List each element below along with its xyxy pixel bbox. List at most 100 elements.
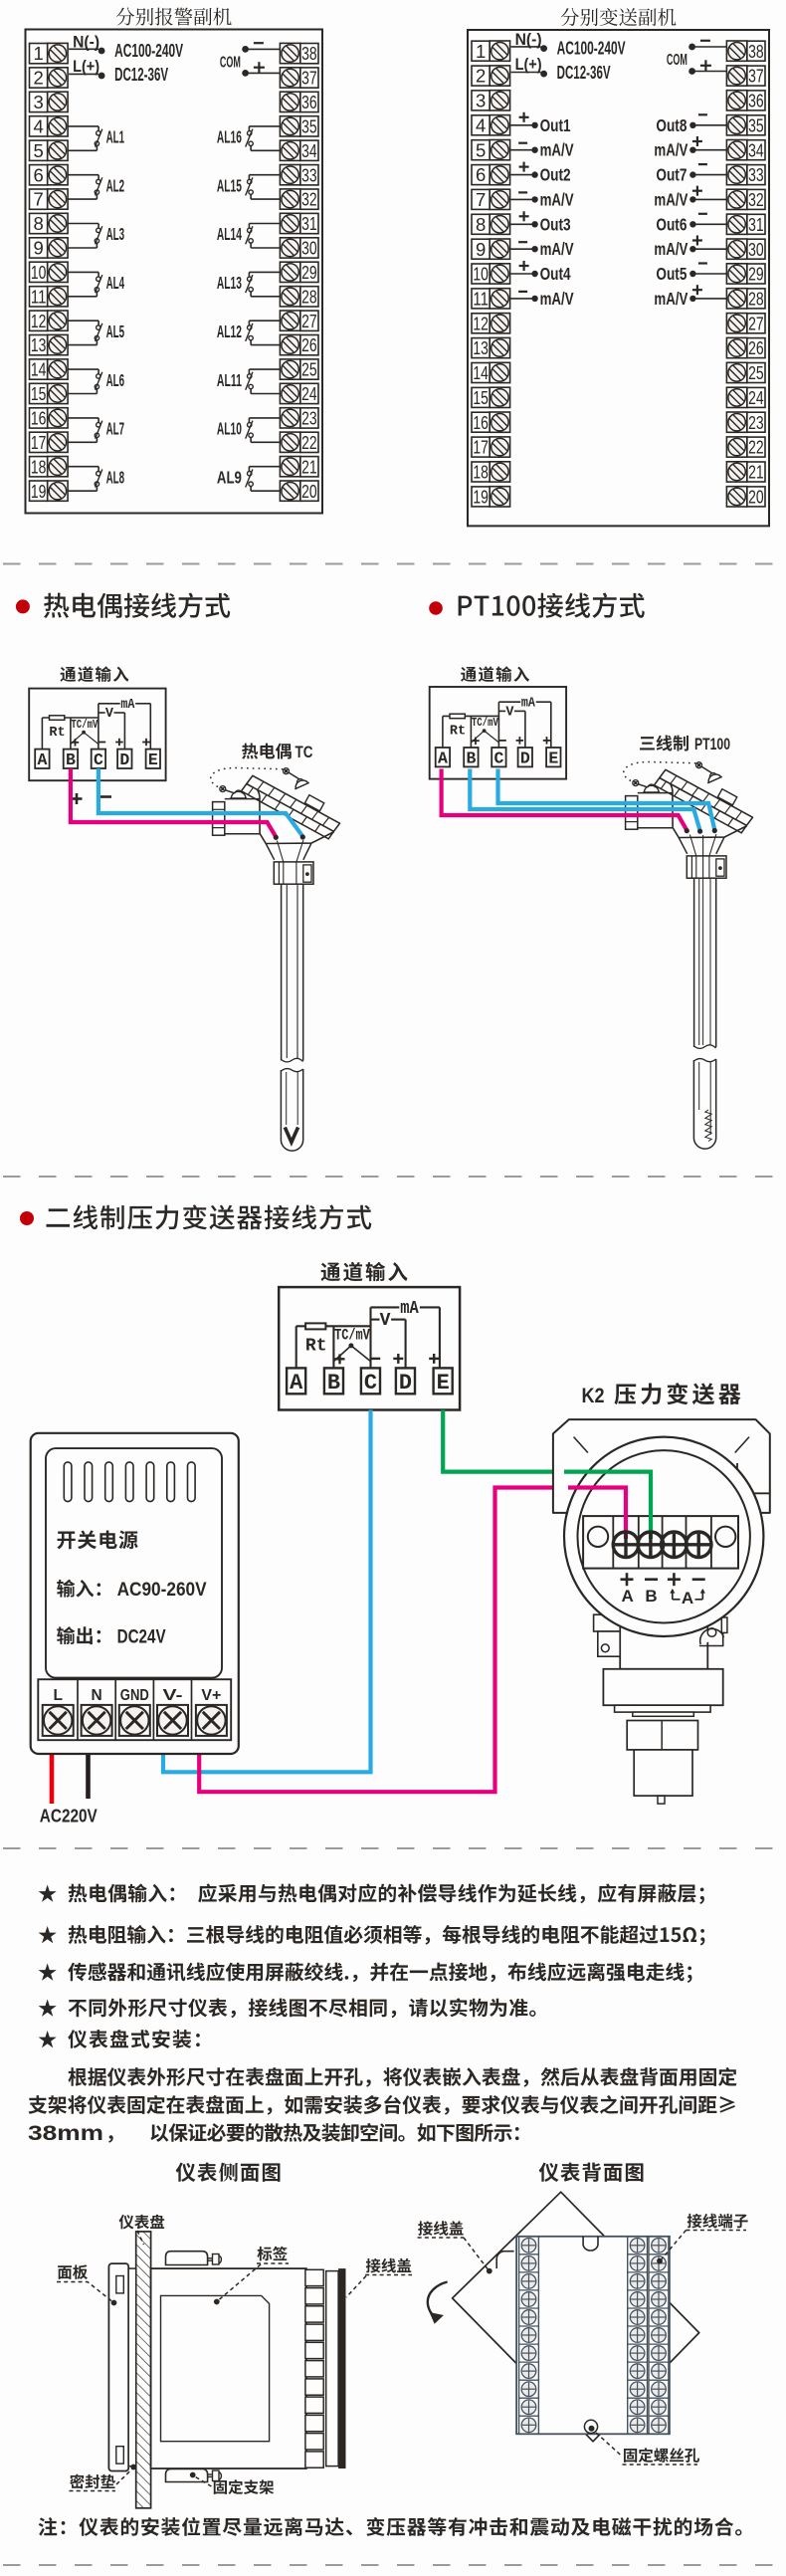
svg-text:AL6: AL6 xyxy=(106,370,125,390)
svg-text:24: 24 xyxy=(748,387,764,408)
svg-text:10: 10 xyxy=(473,264,489,285)
svg-text:10: 10 xyxy=(31,262,47,283)
svg-text:23: 23 xyxy=(301,408,317,429)
svg-text:7: 7 xyxy=(476,189,486,210)
svg-text:29: 29 xyxy=(748,264,764,285)
svg-text:18: 18 xyxy=(31,456,47,477)
svg-text:mA/V: mA/V xyxy=(654,289,688,309)
svg-text:E: E xyxy=(148,751,158,769)
svg-text:AL3: AL3 xyxy=(106,224,125,244)
svg-text:Rt: Rt xyxy=(450,725,466,740)
svg-text:B: B xyxy=(466,750,476,768)
svg-text:AC100-240V: AC100-240V xyxy=(557,38,626,59)
svg-text:L(+): L(+) xyxy=(73,57,99,76)
svg-text:30: 30 xyxy=(748,239,764,260)
svg-text:26: 26 xyxy=(748,337,764,358)
svg-text:38mm: 38mm xyxy=(28,2121,103,2145)
svg-text:26: 26 xyxy=(301,334,317,355)
svg-text:21: 21 xyxy=(301,456,317,477)
svg-text:11: 11 xyxy=(31,286,47,307)
svg-text:Out2: Out2 xyxy=(540,165,571,185)
svg-text:E: E xyxy=(548,750,558,768)
svg-text:B: B xyxy=(327,1371,340,1395)
svg-text:AL1: AL1 xyxy=(106,127,125,147)
svg-text:31: 31 xyxy=(301,213,317,234)
svg-text:19: 19 xyxy=(473,487,489,508)
svg-text:6: 6 xyxy=(33,164,43,185)
svg-text:A: A xyxy=(37,751,47,769)
svg-text:3: 3 xyxy=(33,92,43,112)
svg-text:2: 2 xyxy=(476,66,486,87)
svg-text:13: 13 xyxy=(473,337,489,358)
svg-text:27: 27 xyxy=(301,311,317,331)
svg-text:Out6: Out6 xyxy=(656,214,687,234)
svg-text:15: 15 xyxy=(31,383,47,404)
svg-text:TC: TC xyxy=(295,743,313,761)
svg-text:19: 19 xyxy=(31,481,47,502)
svg-text:V-: V- xyxy=(163,1687,183,1704)
svg-text:13: 13 xyxy=(31,334,47,355)
svg-text:29: 29 xyxy=(301,262,317,283)
svg-text:AL10: AL10 xyxy=(217,419,242,439)
svg-text:PT100: PT100 xyxy=(694,735,730,753)
svg-text:28: 28 xyxy=(301,286,317,307)
svg-text:AL7: AL7 xyxy=(106,419,125,439)
svg-text:GND: GND xyxy=(120,1687,149,1704)
svg-text:mA/V: mA/V xyxy=(540,189,574,209)
svg-text:DC12-36V: DC12-36V xyxy=(114,64,168,85)
svg-text:35: 35 xyxy=(748,114,764,135)
svg-text:20: 20 xyxy=(301,481,317,502)
svg-text:mA: mA xyxy=(400,1299,419,1319)
svg-text:Out1: Out1 xyxy=(540,115,571,135)
svg-text:9: 9 xyxy=(33,238,43,259)
svg-text:A: A xyxy=(621,1587,633,1606)
svg-text:9: 9 xyxy=(476,239,486,260)
svg-text:8: 8 xyxy=(476,214,486,235)
svg-text:8: 8 xyxy=(33,213,43,234)
svg-text:C: C xyxy=(493,750,503,768)
svg-text:D: D xyxy=(399,1371,412,1395)
svg-text:AC100-240V: AC100-240V xyxy=(114,40,183,61)
svg-text:33: 33 xyxy=(301,164,317,185)
svg-text:TC/mV: TC/mV xyxy=(334,1326,370,1344)
svg-text:AC90-260V: AC90-260V xyxy=(117,1579,207,1601)
svg-text:A: A xyxy=(438,750,448,768)
svg-text:A: A xyxy=(682,1589,693,1608)
svg-text:6: 6 xyxy=(476,164,486,185)
svg-text:AC220V: AC220V xyxy=(40,1806,98,1826)
svg-text:N(-): N(-) xyxy=(73,33,99,52)
svg-text:AL5: AL5 xyxy=(106,322,125,341)
svg-text:14: 14 xyxy=(31,359,47,380)
svg-text:35: 35 xyxy=(301,116,317,137)
svg-text:E: E xyxy=(437,1371,450,1395)
svg-text:L(+): L(+) xyxy=(515,55,542,74)
svg-text:3: 3 xyxy=(476,91,486,111)
svg-text:11: 11 xyxy=(473,289,489,310)
svg-text:V: V xyxy=(380,1311,391,1331)
svg-text:14: 14 xyxy=(473,362,489,383)
svg-text:36: 36 xyxy=(301,92,317,112)
svg-text:38: 38 xyxy=(748,41,764,62)
svg-text:mA/V: mA/V xyxy=(654,189,688,209)
svg-text:5: 5 xyxy=(33,140,43,161)
svg-text:AL16: AL16 xyxy=(217,127,242,147)
svg-text:V: V xyxy=(505,706,514,721)
svg-text:AL14: AL14 xyxy=(217,224,242,244)
svg-text:D: D xyxy=(520,750,530,768)
svg-text:16: 16 xyxy=(31,408,47,429)
svg-text:32: 32 xyxy=(301,189,317,210)
svg-text:1: 1 xyxy=(33,43,43,64)
svg-text:25: 25 xyxy=(301,359,317,380)
svg-text:1: 1 xyxy=(476,41,486,62)
svg-text:TC/mV: TC/mV xyxy=(71,719,98,732)
svg-text:mA/V: mA/V xyxy=(654,140,688,160)
svg-text:N: N xyxy=(91,1687,101,1704)
svg-text:20: 20 xyxy=(748,487,764,508)
svg-text:AL9: AL9 xyxy=(217,468,242,488)
svg-text:V: V xyxy=(105,707,114,722)
svg-text:A: A xyxy=(290,1371,303,1395)
svg-text:12: 12 xyxy=(31,311,47,331)
svg-text:7: 7 xyxy=(33,189,43,210)
svg-text:mA/V: mA/V xyxy=(540,239,574,259)
svg-text:N(-): N(-) xyxy=(515,30,542,49)
